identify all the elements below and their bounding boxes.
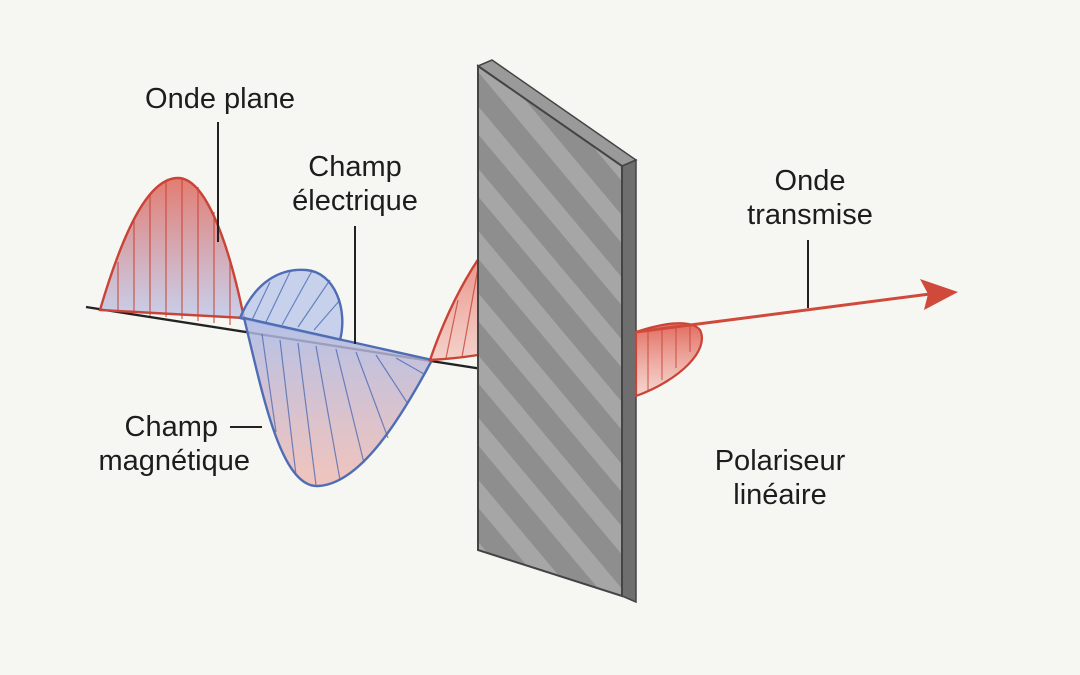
label-polarizer: Polariseur linéaire (670, 444, 890, 512)
transmitted-wave-line-1: Onde (774, 165, 846, 197)
electric-field-lobe-1 (98, 176, 246, 325)
polarizer-line-2: linéaire (733, 479, 827, 511)
plane-wave-text: Onde plane (145, 83, 295, 115)
electric-field-line-2: électrique (292, 185, 418, 217)
label-plane-wave: Onde plane (120, 82, 320, 116)
transmitted-wave-line-2: transmise (747, 199, 873, 231)
linear-polarizer (476, 59, 638, 604)
magnetic-field-line-1: Champ (124, 411, 219, 443)
electric-field-line-1: Champ (308, 151, 402, 183)
label-electric-field: Champ électrique (255, 150, 455, 218)
magnetic-field-lobe-lower (242, 316, 434, 488)
magnetic-field-line-2: magnétique (98, 445, 250, 477)
transmitted-ray (635, 292, 931, 334)
arrowhead-icon (920, 279, 958, 310)
transmitted-wave-lobe (634, 322, 703, 398)
polarizer-line-1: Polariseur (714, 445, 846, 477)
label-magnetic-field: Champ magnétique (40, 410, 250, 478)
label-transmitted-wave: Onde transmise (700, 164, 920, 232)
